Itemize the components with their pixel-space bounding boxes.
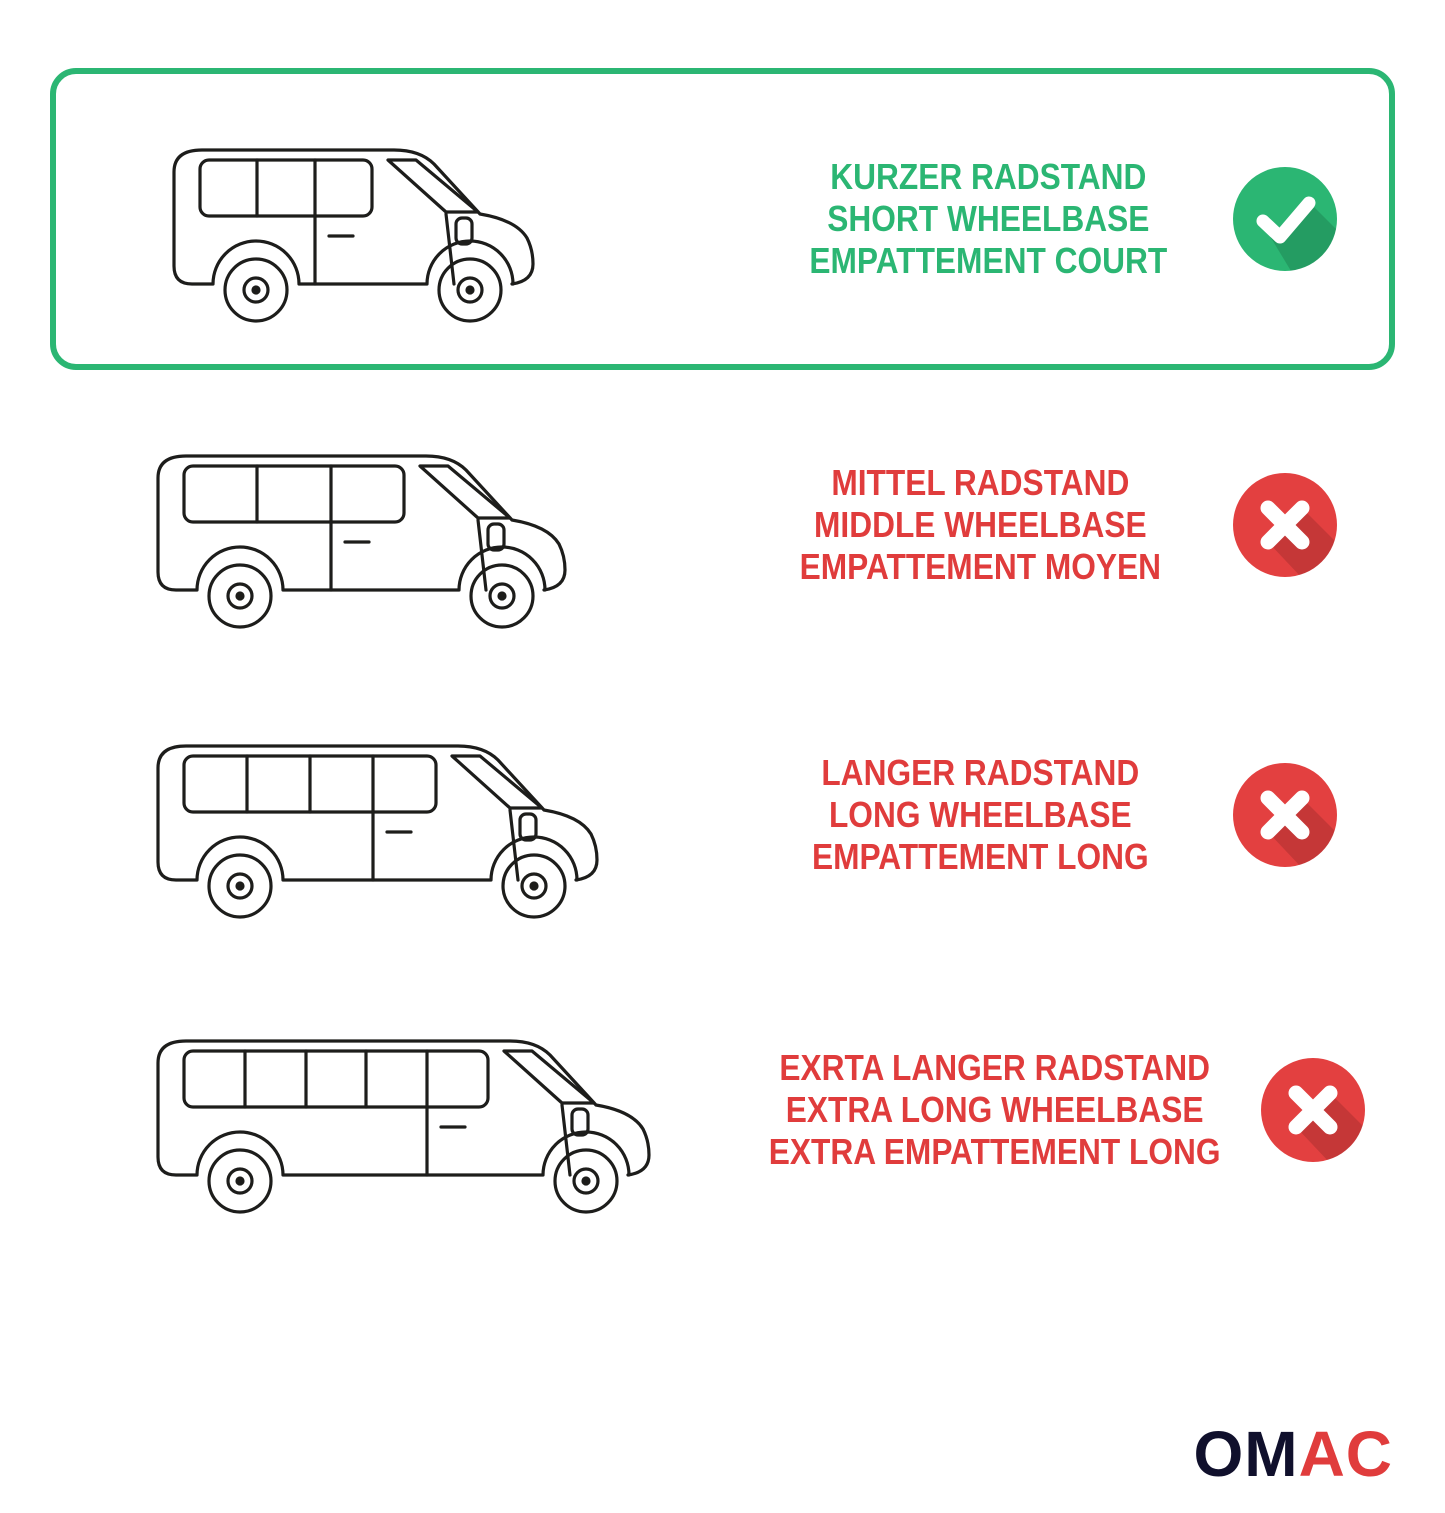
van-short-wheelbase-illustration: [114, 106, 754, 332]
omac-logo-dark-part: OM: [1193, 1418, 1299, 1490]
option-label-line: EXTRA LONG WHEELBASE: [785, 1089, 1204, 1131]
option-label-line: SHORT WHEELBASE: [827, 198, 1150, 240]
option-label-line: EXTRA EMPATTEMENT LONG: [768, 1130, 1221, 1172]
cross-icon: [1233, 473, 1337, 577]
option-label-line: EXRTA LANGER RADSTAND: [779, 1047, 1210, 1089]
wheelbase-option-row-middle: MITTEL RADSTAND MIDDLE WHEELBASE EMPATTE…: [0, 400, 1445, 650]
option-label-line: EMPATTEMENT MOYEN: [799, 545, 1162, 587]
option-label-line: EMPATTEMENT LONG: [812, 835, 1149, 877]
cross-icon: [1261, 1058, 1366, 1162]
wheelbase-comparison-graphic: { "rows": [ { "id": "short-wheelbase", "…: [0, 68, 1445, 1513]
option-label-line: MITTEL RADSTAND: [831, 462, 1130, 504]
van-long-wheelbase-illustration: [98, 702, 738, 928]
wheelbase-option-row-extra-long: EXRTA LANGER RADSTAND EXTRA LONG WHEELBA…: [0, 980, 1445, 1240]
option-labels-extra-long: EXRTA LANGER RADSTAND EXTRA LONG WHEELBA…: [738, 1047, 1251, 1172]
omac-logo: OMAC: [1193, 1417, 1393, 1491]
wheelbase-option-row-short: KURZER RADSTAND SHORT WHEELBASE EMPATTEM…: [50, 68, 1395, 370]
checkmark-icon: [1233, 167, 1337, 271]
option-labels-long: LANGER RADSTAND LONG WHEELBASE EMPATTEME…: [738, 752, 1223, 877]
van-extra-long-wheelbase-illustration: [98, 997, 738, 1223]
option-label-line: LANGER RADSTAND: [821, 752, 1140, 794]
wheelbase-option-row-long: LANGER RADSTAND LONG WHEELBASE EMPATTEME…: [0, 690, 1445, 940]
option-label-line: EMPATTEMENT COURT: [809, 239, 1168, 281]
cross-icon: [1233, 763, 1337, 867]
option-labels-middle: MITTEL RADSTAND MIDDLE WHEELBASE EMPATTE…: [738, 462, 1223, 587]
option-labels-short: KURZER RADSTAND SHORT WHEELBASE EMPATTEM…: [754, 156, 1223, 281]
option-label-line: LONG WHEELBASE: [829, 794, 1132, 836]
option-label-line: KURZER RADSTAND: [830, 156, 1147, 198]
van-middle-wheelbase-illustration: [98, 412, 738, 638]
omac-logo-red-part: AC: [1298, 1418, 1393, 1490]
option-label-line: MIDDLE WHEELBASE: [814, 504, 1147, 546]
